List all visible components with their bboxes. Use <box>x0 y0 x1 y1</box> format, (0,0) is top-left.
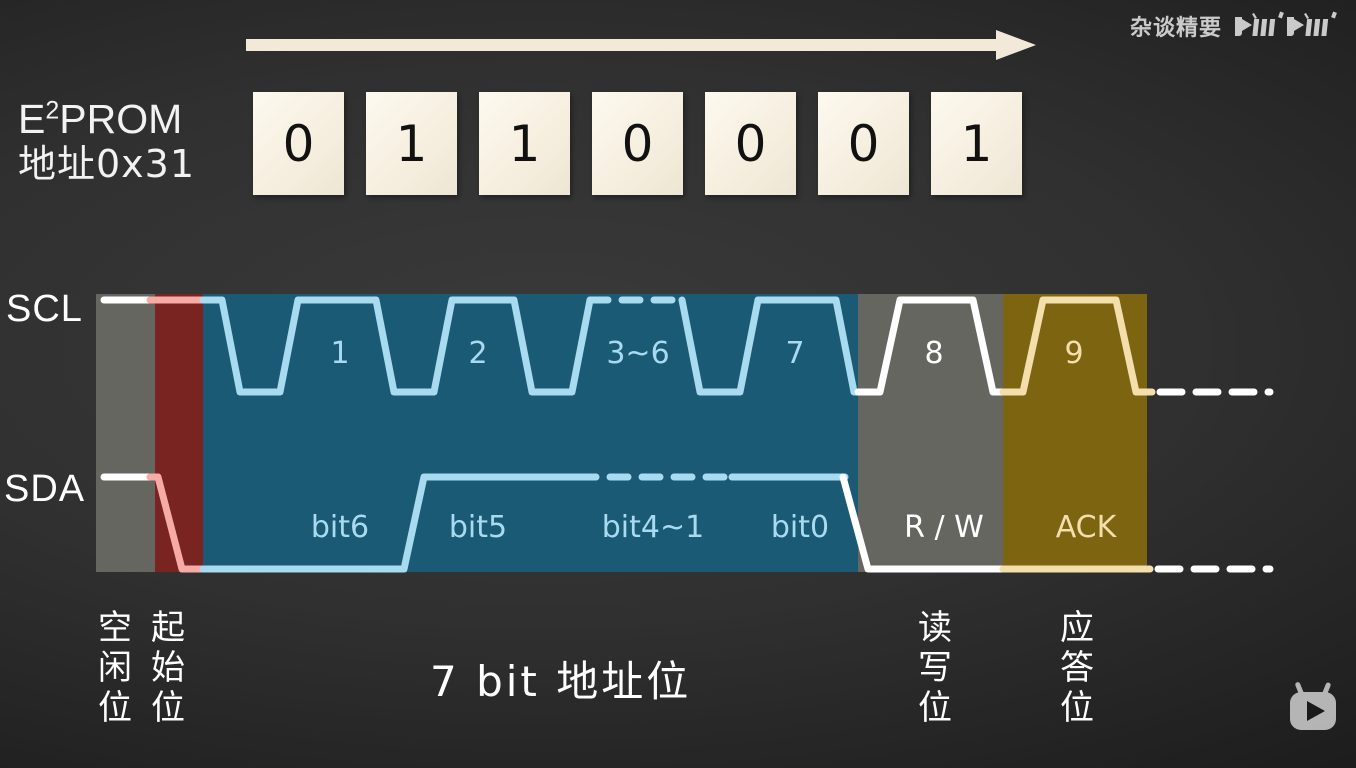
scl-pulse-label: 1 <box>330 336 349 371</box>
sda-bit-label: bit4~1 <box>602 510 704 545</box>
sda-rw-segment <box>839 473 1011 573</box>
phase-band-start <box>155 294 203 572</box>
right-arrow-icon <box>246 30 1036 60</box>
caption-rw-bit: 读 写 位 <box>918 608 952 729</box>
caption-idle-bit: 空 闲 位 <box>98 608 132 729</box>
address-bit-box: 1 <box>479 92 570 195</box>
caption-address-bits: 7 bit 地址位 <box>430 657 692 706</box>
sda-signal-label: SDA <box>4 468 86 510</box>
scl-pulse-8 <box>854 296 1011 396</box>
scl-pulse-7 <box>678 296 866 396</box>
phase-band-address <box>203 294 858 572</box>
device-address: 地址0x31 <box>18 141 196 186</box>
sda-bit-label: bit6 <box>311 510 369 545</box>
bilibili-logo-icon <box>1235 11 1337 36</box>
device-name: E2PROM <box>18 96 183 142</box>
caption-ack-bit: 应 答 位 <box>1060 608 1094 729</box>
sda-bit-label: ACK <box>1056 510 1118 545</box>
sda-bit-label: bit5 <box>449 510 507 545</box>
address-bit-box: 0 <box>705 92 796 195</box>
scl-pulses-1-2 <box>199 296 594 396</box>
caption-start-bit: 起 始 位 <box>151 608 185 729</box>
bilibili-tv-icon <box>1290 682 1336 730</box>
direction-arrow-container <box>246 28 1036 62</box>
scl-signal-label: SCL <box>6 288 83 330</box>
scl-pulse-label: 8 <box>924 336 943 371</box>
address-bit-row: 0 1 1 0 0 0 1 <box>253 92 1022 195</box>
watermark: 杂谈精要 <box>1130 10 1342 42</box>
scl-pulse-label: 7 <box>785 336 804 371</box>
sda-bit6-bit5 <box>199 473 582 573</box>
address-bit-box: 1 <box>366 92 457 195</box>
scl-pulse-label: 3~6 <box>606 336 669 371</box>
scl-pulse-label: 2 <box>468 336 487 371</box>
address-bit-box: 0 <box>818 92 909 195</box>
scl-pulse-label: 9 <box>1064 336 1083 371</box>
sda-start-falling-edge <box>146 473 210 573</box>
device-label: E2PROM 地址0x31 <box>18 98 243 184</box>
phase-band-idle <box>96 294 155 572</box>
sda-bit-label: R / W <box>904 510 984 545</box>
address-bit-box: 0 <box>592 92 683 195</box>
watermark-text: 杂谈精要 <box>1129 16 1222 41</box>
scl-pulse-9 <box>999 296 1156 396</box>
address-bit-box: 0 <box>253 92 344 195</box>
sda-bit-label: bit0 <box>771 510 829 545</box>
address-bit-box: 1 <box>931 92 1022 195</box>
